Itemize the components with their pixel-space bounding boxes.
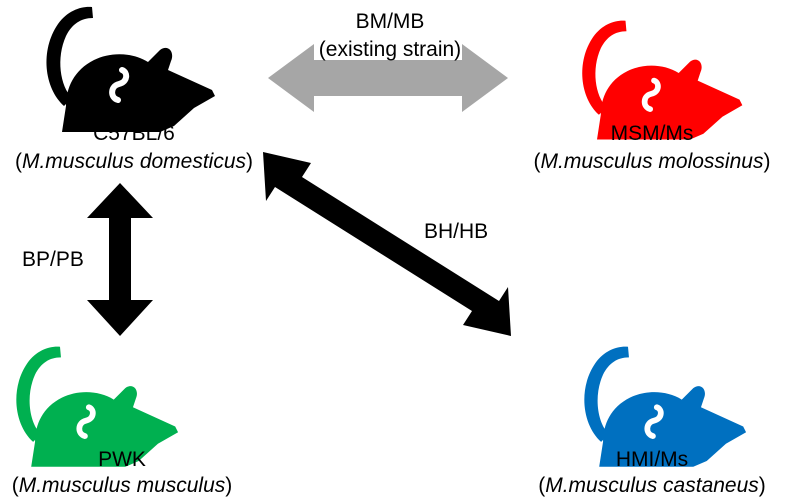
- arrow-bp-pb: [87, 183, 153, 336]
- mouse-pwk-icon: [16, 346, 179, 467]
- strain-species-hmi: (M.musculus castaneus): [538, 474, 766, 497]
- arrow-bp-pb-shape: [87, 183, 153, 336]
- arrow-bh-hb-shape: [263, 152, 511, 336]
- species-name: M.musculus musculus: [18, 474, 226, 497]
- strain-name-hmi: HMI/Ms: [615, 448, 689, 471]
- species-name: M.musculus domesticus: [21, 150, 247, 173]
- arrow-bm-mb-shape: [268, 44, 508, 112]
- mouse-hmi-icon: [584, 346, 747, 467]
- strain-name-pwk: PWK: [98, 448, 146, 471]
- strain-species-c57bl6: (M.musculus domesticus): [14, 150, 254, 173]
- strain-name-c57bl6: C57BL/6: [93, 122, 175, 145]
- cross-label-bh-hb: BH/HB: [424, 220, 489, 243]
- species-name: M.musculus castaneus: [545, 474, 759, 497]
- cross-label-bm-mb: BM/MB: [355, 10, 425, 33]
- mouse-msm-icon: [582, 20, 743, 140]
- strain-species-pwk: (M.musculus musculus): [11, 474, 233, 497]
- strain-name-msm: MSM/Ms: [610, 122, 694, 145]
- cross-note-bm-mb: (existing strain): [318, 38, 462, 61]
- mouse-c57bl6-icon: [46, 6, 215, 132]
- arrow-bm-mb: [268, 44, 508, 112]
- species-name: M.musculus molossinus: [540, 150, 764, 173]
- strain-species-msm: (M.musculus molossinus): [533, 150, 771, 173]
- arrow-bh-hb: [263, 152, 511, 336]
- cross-label-bp-pb: BP/PB: [22, 248, 84, 271]
